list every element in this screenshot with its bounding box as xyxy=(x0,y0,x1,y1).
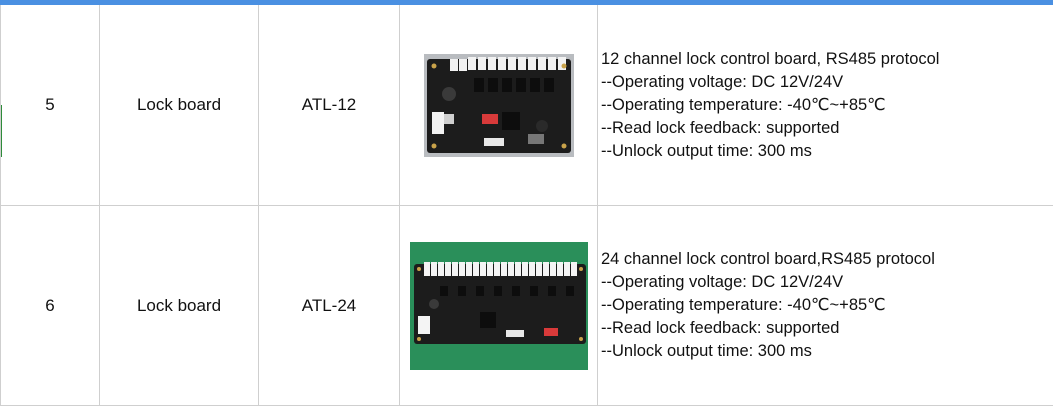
model-cell: ATL-24 xyxy=(258,205,400,406)
description-line: --Read lock feedback: supported xyxy=(601,118,840,137)
description-line: --Operating voltage: DC 12V/24V xyxy=(601,72,844,91)
description-line: --Operating temperature: -40℃~+85℃ xyxy=(601,296,886,314)
description-line: --Read lock feedback: supported xyxy=(601,319,840,337)
header-accent-bar xyxy=(0,0,1053,5)
description-cell: 24 channel lock control board,RS485 prot… xyxy=(597,205,1053,406)
table-row: 6 Lock board ATL-24 xyxy=(0,205,1053,406)
image-cell xyxy=(399,205,598,406)
lock-board-24ch-photo-icon xyxy=(409,241,588,370)
description-line: --Unlock output time: 300 ms xyxy=(601,141,812,160)
product-name-cell: Lock board xyxy=(99,5,259,206)
description-line: --Operating voltage: DC 12V/24V xyxy=(601,273,844,291)
product-name-cell: Lock board xyxy=(99,205,259,406)
model-cell: ATL-12 xyxy=(258,5,400,206)
image-cell xyxy=(399,5,598,206)
lock-board-12ch-photo-icon xyxy=(423,53,574,157)
row-number-cell: 6 xyxy=(0,205,100,406)
description-line: --Unlock output time: 300 ms xyxy=(601,342,812,360)
description-cell: 12 channel lock control board, RS485 pro… xyxy=(597,5,1053,206)
description-line: --Operating temperature: -40℃~+85℃ xyxy=(601,95,886,114)
product-table: 5 Lock board ATL-12 xyxy=(0,5,1053,406)
description-line: 24 channel lock control board,RS485 prot… xyxy=(601,250,935,268)
row-number-cell: 5 xyxy=(0,5,100,206)
description-line: 12 channel lock control board, RS485 pro… xyxy=(601,49,940,68)
table-row: 5 Lock board ATL-12 xyxy=(0,5,1053,206)
